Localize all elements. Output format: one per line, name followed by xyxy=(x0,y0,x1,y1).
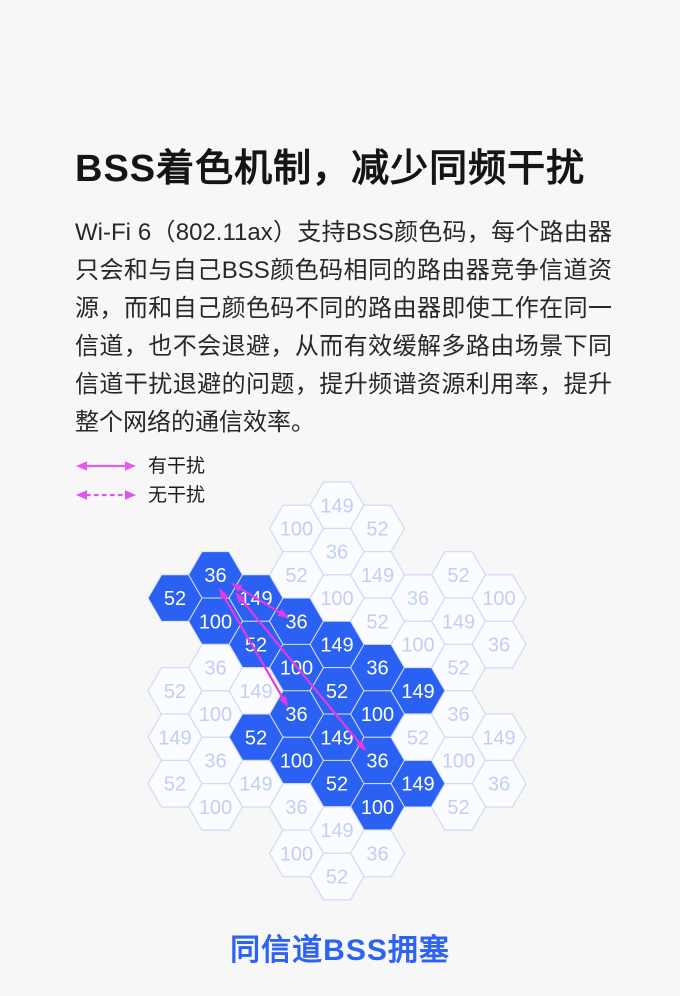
legend-item-interference: 有干扰 xyxy=(75,454,205,478)
hex-cell-channel-label: 52 xyxy=(326,867,348,889)
hex-cell-channel-label: 52 xyxy=(164,774,186,796)
hex-cell-idle: 36 xyxy=(268,782,325,831)
hex-cell-idle: 52 xyxy=(430,643,487,692)
hex-cell-channel-label: 52 xyxy=(245,727,267,749)
hex-cell-channel-label: 36 xyxy=(366,751,388,773)
hex-cell-channel-label: 36 xyxy=(447,704,469,726)
hex-cell-channel-label: 100 xyxy=(361,704,394,726)
hex-cell-channel-label: 100 xyxy=(361,797,394,819)
hex-cell-channel-label: 36 xyxy=(285,797,307,819)
legend-item-no-interference: 无干扰 xyxy=(75,483,205,507)
hex-cell-channel-label: 100 xyxy=(401,635,434,657)
intro-paragraph: Wi-Fi 6（802.11ax）支持BSS颜色码，每个路由器只会和与自己BSS… xyxy=(75,219,612,436)
legend: 有干扰 无干扰 xyxy=(75,454,205,512)
hex-cell-channel-label: 100 xyxy=(280,658,313,680)
hex-cell-channel-label: 149 xyxy=(442,611,475,633)
interference-arrow-icon xyxy=(76,461,136,471)
diagram-caption: 同信道BSS拥塞 xyxy=(230,934,450,967)
hex-cell-active: 36 xyxy=(349,643,406,692)
hex-cell-channel-label: 149 xyxy=(401,681,434,703)
hex-cell-channel-label: 52 xyxy=(285,565,307,587)
hex-cell-channel-label: 52 xyxy=(447,565,469,587)
hex-cell-channel-label: 149 xyxy=(320,635,353,657)
hex-cell-channel-label: 100 xyxy=(280,751,313,773)
hex-cell-channel-label: 36 xyxy=(366,658,388,680)
hex-cell-idle: 52 xyxy=(390,713,446,762)
hex-cell-channel-label: 36 xyxy=(285,704,307,726)
hex-cell-channel-label: 36 xyxy=(204,658,226,680)
hex-cell-channel-label: 100 xyxy=(442,751,475,773)
legend-item-label: 有干扰 xyxy=(148,455,206,477)
hex-cell-channel-label: 149 xyxy=(239,774,272,796)
hex-cell-channel-label: 52 xyxy=(326,774,348,796)
hex-cell-active: 149 xyxy=(390,667,446,715)
legend-item-label: 无干扰 xyxy=(148,484,206,506)
hex-cell-channel-label: 149 xyxy=(320,495,353,517)
hex-cell-idle: 36 xyxy=(390,574,446,623)
hex-cell-channel-label: 52 xyxy=(447,658,469,680)
hex-cell-idle: 52 xyxy=(430,550,487,599)
hex-cell-idle: 52 xyxy=(430,782,487,831)
hex-cell-channel-label: 36 xyxy=(366,843,388,865)
hex-cell-channel-label: 100 xyxy=(280,519,313,541)
hex-cell-channel-label: 52 xyxy=(366,611,388,633)
hex-cell-channel-label: 36 xyxy=(326,542,348,564)
hex-cell-idle: 100 xyxy=(309,574,365,623)
hex-cell-channel-label: 36 xyxy=(204,751,226,773)
hex-cell-channel-label: 149 xyxy=(239,681,272,703)
hex-cell-channel-label: 36 xyxy=(407,588,429,610)
hex-cell-channel-label: 36 xyxy=(204,565,226,587)
hex-cell-channel-label: 100 xyxy=(320,588,353,610)
no-interference-arrow-icon xyxy=(76,490,136,500)
hex-cell-channel-label: 52 xyxy=(164,588,186,610)
hex-cell-idle: 149 xyxy=(349,550,406,599)
hex-cell-channel-label: 100 xyxy=(199,797,232,819)
hex-cell-channel-label: 36 xyxy=(488,635,510,657)
hex-cell-channel-label: 100 xyxy=(482,588,515,610)
hex-cell-active: 100 xyxy=(268,736,325,785)
hex-cell-idle: 36 xyxy=(471,759,527,808)
hex-cell-idle: 52 xyxy=(309,852,365,901)
hex-cell-channel-label: 100 xyxy=(199,704,232,726)
hex-cell-idle: 100 xyxy=(268,829,325,878)
hex-cell-channel-label: 149 xyxy=(320,727,353,749)
hex-cell-channel-label: 100 xyxy=(199,611,232,633)
hex-cell-active: 100 xyxy=(349,783,406,831)
hex-cell-channel-label: 36 xyxy=(285,611,307,633)
interference-arrow xyxy=(219,588,288,707)
hex-cell-idle: 100 xyxy=(268,504,325,553)
interference-arrow xyxy=(235,592,366,751)
hex-cell-channel-label: 52 xyxy=(366,519,388,541)
hex-cell-channel-label: 52 xyxy=(245,635,267,657)
hex-cell-active: 100 xyxy=(187,597,244,646)
hex-cell-channel-label: 149 xyxy=(361,565,394,587)
hex-cell-channel-label: 36 xyxy=(488,774,510,796)
hex-cell-active: 149 xyxy=(309,620,365,669)
hex-cell-idle: 149 xyxy=(228,759,284,808)
hex-cell-channel-label: 52 xyxy=(447,797,469,819)
hex-cell-channel-label: 52 xyxy=(326,681,348,703)
hex-cell-channel-label: 149 xyxy=(401,774,434,796)
hex-cell-active: 100 xyxy=(349,690,406,738)
hex-cell-channel-label: 52 xyxy=(164,681,186,703)
hex-cell-idle: 149 xyxy=(430,597,487,646)
hex-cell-channel-label: 149 xyxy=(158,727,191,749)
hex-cell-channel-label: 100 xyxy=(280,843,313,865)
hex-cell-idle: 100 xyxy=(430,736,487,785)
hex-cell-channel-label: 149 xyxy=(482,727,515,749)
hex-cell-idle: 100 xyxy=(187,782,244,831)
interference-arrow xyxy=(231,583,289,618)
hex-cell-channel-label: 52 xyxy=(407,727,429,749)
page-title: BSS着色机制，减少同频干扰 xyxy=(75,148,586,191)
hex-cell-channel-label: 149 xyxy=(320,820,353,842)
